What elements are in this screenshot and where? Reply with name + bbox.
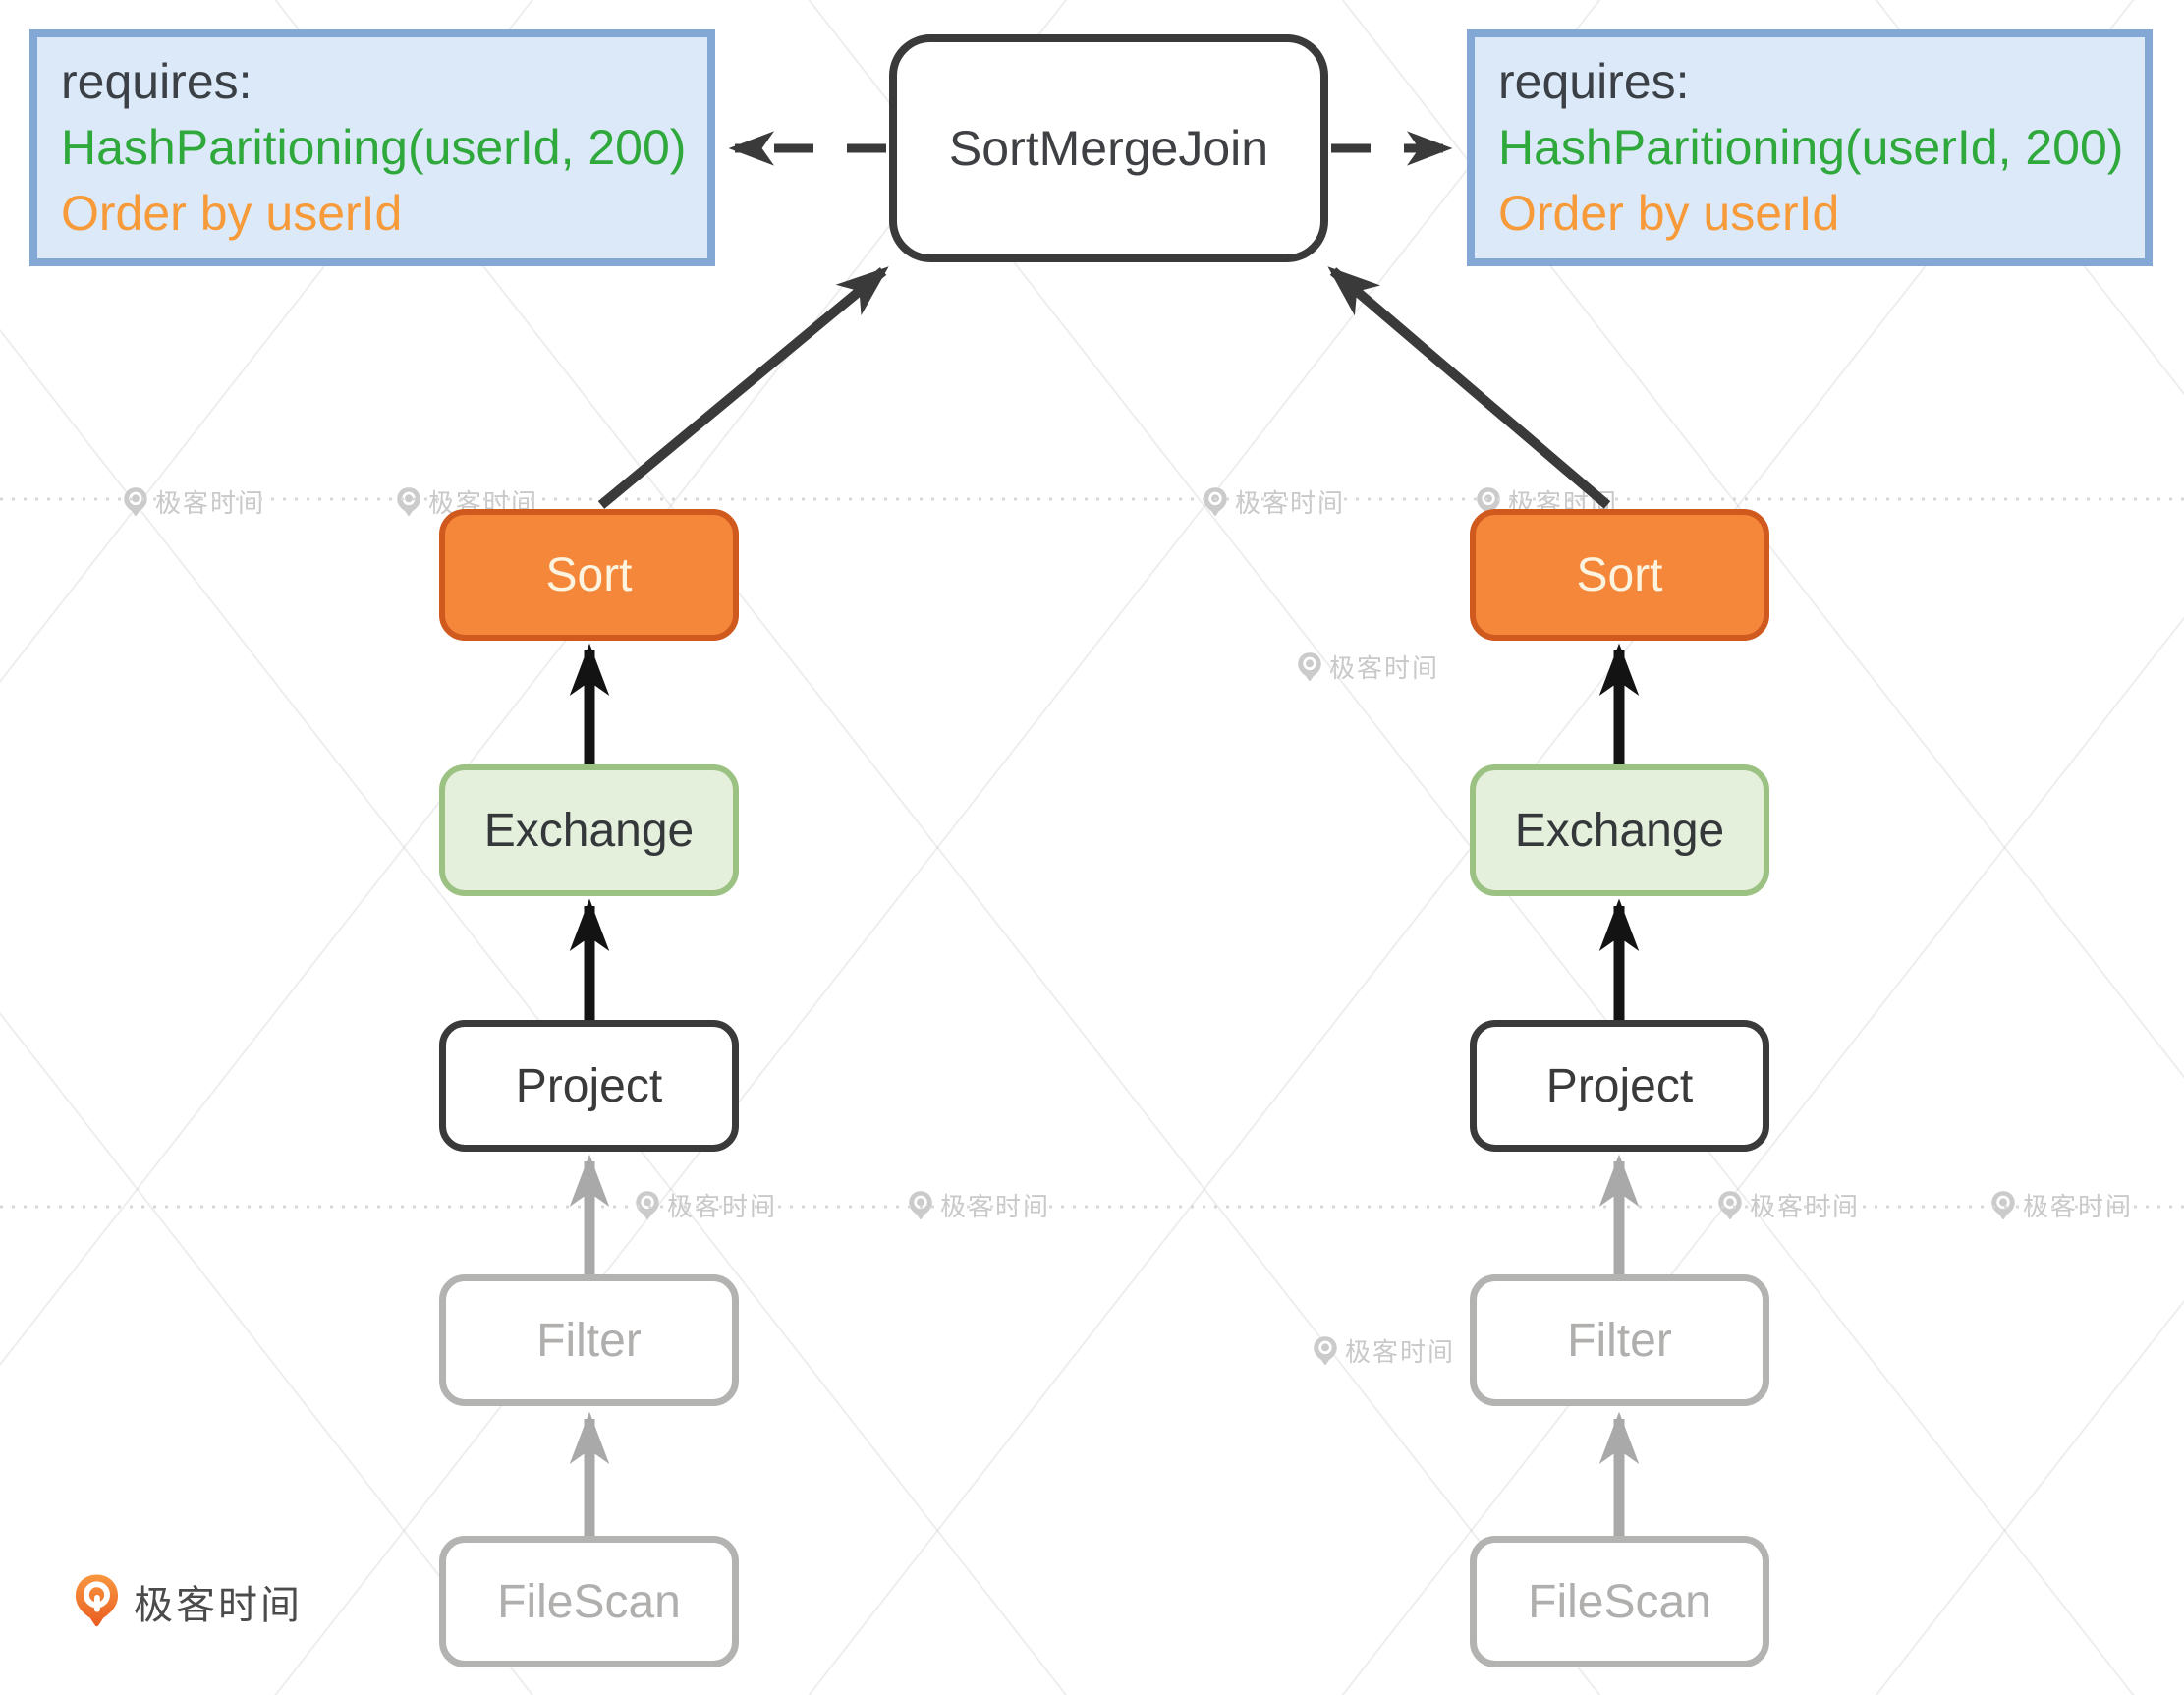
- watermark-pin-icon: [1718, 1190, 1742, 1219]
- node-label: Exchange: [483, 804, 695, 857]
- node-label: Sort: [545, 548, 633, 601]
- order-by-requirement: Order by userId: [1498, 186, 1840, 241]
- node-sort-left: Sort: [439, 509, 739, 641]
- watermark-text: 极客时间: [940, 1192, 1051, 1221]
- node-label: Sort: [1576, 548, 1663, 601]
- geektime-logo: 极客时间: [74, 1572, 303, 1630]
- arrow-sort-right-to-join: [1327, 266, 1611, 509]
- node-project-right: Project: [1470, 1020, 1769, 1152]
- geektime-logo-text: 极客时间: [134, 1583, 303, 1627]
- watermark-text: 极客时间: [155, 488, 266, 518]
- watermark: 极客时间: [1717, 1187, 1860, 1223]
- node-label: Project: [515, 1059, 663, 1112]
- hash-partitioning-requirement: HashParitioning(userId, 200): [1498, 120, 2124, 175]
- node-label: Exchange: [1514, 804, 1725, 857]
- watermark-pin-icon: [1477, 486, 1500, 516]
- requires-title: requires:: [61, 54, 252, 109]
- watermark-pin-icon: [1314, 1335, 1337, 1365]
- watermark-pin-icon: [636, 1190, 659, 1219]
- watermark: 极客时间: [1203, 483, 1345, 520]
- watermark: 极客时间: [908, 1187, 1050, 1223]
- watermark-text: 极客时间: [1329, 653, 1440, 683]
- watermark: 极客时间: [1297, 649, 1439, 685]
- watermark-pin-icon: [1991, 1190, 2015, 1219]
- watermark-pin-icon: [1204, 486, 1227, 516]
- node-label: Filter: [1567, 1314, 1672, 1367]
- node-filescan-left: FileScan: [439, 1536, 739, 1667]
- watermark-pin-icon: [1298, 651, 1321, 681]
- order-by-requirement: Order by userId: [61, 186, 403, 241]
- watermark-text: 极客时间: [1345, 1337, 1456, 1367]
- requires-title: requires:: [1498, 54, 1690, 109]
- node-label: FileScan: [1528, 1575, 1711, 1628]
- node-sort-right: Sort: [1470, 509, 1769, 641]
- requirement-note-left: requires: HashParitioning(userId, 200) O…: [29, 29, 715, 266]
- watermark: 极客时间: [123, 483, 265, 520]
- hash-partitioning-requirement: HashParitioning(userId, 200): [61, 120, 687, 175]
- node-project-left: Project: [439, 1020, 739, 1152]
- node-label: Project: [1545, 1059, 1694, 1112]
- watermark-text: 极客时间: [1235, 488, 1346, 518]
- join-node: SortMergeJoin: [889, 34, 1328, 262]
- watermark: 极客时间: [1313, 1332, 1455, 1369]
- node-label: Filter: [536, 1314, 642, 1367]
- node-filter-left: Filter: [439, 1274, 739, 1406]
- arrow-sort-left-to-join: [597, 266, 889, 509]
- geektime-pin-icon: [75, 1574, 119, 1627]
- node-exchange-left: Exchange: [439, 764, 739, 896]
- node-filescan-right: FileScan: [1470, 1536, 1769, 1667]
- node-exchange-right: Exchange: [1470, 764, 1769, 896]
- node-filter-right: Filter: [1470, 1274, 1769, 1406]
- join-node-label: SortMergeJoin: [948, 121, 1269, 176]
- requirement-note-right: requires: HashParitioning(userId, 200) O…: [1467, 29, 2153, 266]
- node-label: FileScan: [497, 1575, 681, 1628]
